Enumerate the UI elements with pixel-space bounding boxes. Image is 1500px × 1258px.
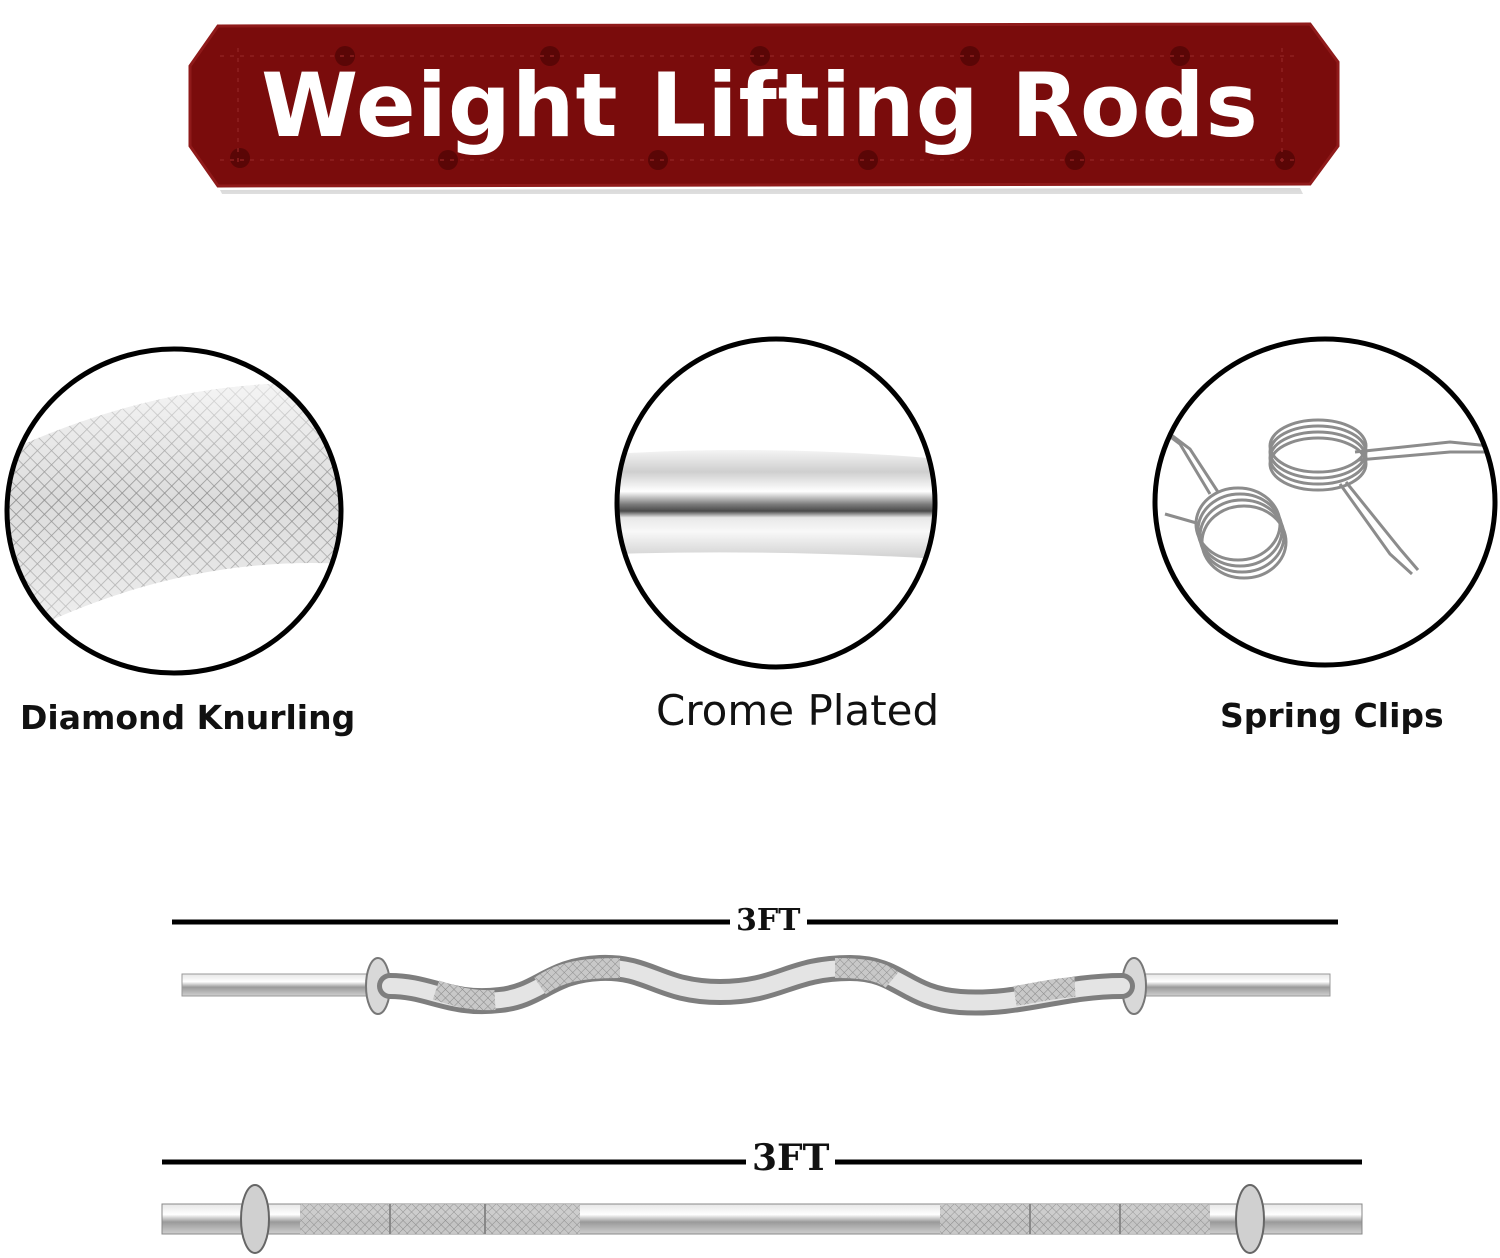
chrome-bar-closeup-icon: [614, 336, 938, 670]
spring-clips-icon: [1152, 336, 1498, 668]
length-label-straight-bar: 3FT: [746, 1140, 836, 1176]
knurled-bar-closeup-icon: [4, 346, 344, 676]
title-banner: Weight Lifting Rods: [180, 18, 1340, 194]
page-title: Weight Lifting Rods: [261, 54, 1259, 157]
feature-label-spring-clips: Spring Clips: [1220, 696, 1444, 735]
feature-label-diamond-knurling: Diamond Knurling: [20, 698, 356, 737]
feature-label-crome-plated: Crome Plated: [656, 686, 940, 735]
length-label-curl-bar: 3FT: [730, 906, 807, 936]
straight-bar-image: [161, 1159, 1363, 1254]
banner-background: [188, 22, 1340, 194]
